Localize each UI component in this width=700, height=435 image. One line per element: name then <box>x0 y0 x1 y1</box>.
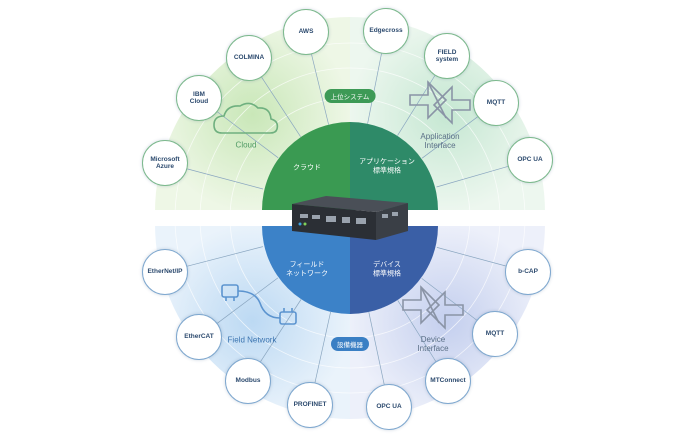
application-interface-icon <box>409 80 471 125</box>
node-aws: AWS <box>283 9 329 55</box>
quadrant-label-cloud: クラウド <box>293 163 321 172</box>
connector-line <box>314 311 331 383</box>
connector-line <box>187 246 263 267</box>
connector-line <box>368 311 385 385</box>
connector-line <box>260 299 302 362</box>
edge-device <box>292 196 408 240</box>
connector-line <box>436 247 506 267</box>
band-label-top: 上位システム <box>324 89 376 103</box>
connector-line <box>217 277 279 324</box>
node-ethercat: EtherCAT <box>176 314 222 360</box>
connector-line <box>217 111 279 159</box>
node-ibm-cloud: IBM Cloud <box>176 75 222 121</box>
band-label-bottom: 設備機器 <box>331 337 369 351</box>
illustration-label-field-network: Field Network <box>227 335 277 345</box>
node-edgecross: Edgecross <box>363 8 409 54</box>
quadrant-label-field-network: フィールド ネットワーク <box>286 260 328 278</box>
connector-line <box>261 77 301 137</box>
node-mqtt-top: MQTT <box>473 80 519 126</box>
node-field-system: FIELD system <box>424 33 470 79</box>
node-opc-ua-bottom: OPC UA <box>366 384 412 430</box>
node-mtconnect: MTConnect <box>425 358 471 404</box>
quadrant-bottom-right <box>350 226 438 314</box>
node-microsoft-azure: Microsoft Azure <box>142 140 188 186</box>
quadrant-bottom-left <box>262 226 350 314</box>
quadrant-top-left <box>262 122 350 210</box>
illustration-label-device-interface: Device Interface <box>417 335 449 353</box>
node-modbus: Modbus <box>225 358 271 404</box>
quadrant-top-right <box>350 122 438 210</box>
quadrant-label-application: アプリケーション 標準規格 <box>359 157 415 175</box>
connector-line <box>187 168 264 190</box>
node-mqtt-bottom: MQTT <box>472 311 518 357</box>
connector-line <box>421 116 478 159</box>
field-network-icon <box>221 284 297 325</box>
node-opc-ua-top: OPC UA <box>507 137 553 183</box>
illustration-label-application-interface: Application Interface <box>420 132 460 150</box>
connector-line <box>421 278 477 321</box>
node-colmina: COLMINA <box>226 35 272 81</box>
connector-line <box>311 54 329 125</box>
cloud-icon <box>213 102 279 134</box>
device-interface-icon <box>402 285 464 330</box>
connector-line <box>436 166 508 188</box>
connector-line <box>367 53 382 124</box>
quadrant-label-device: デバイス 標準規格 <box>373 260 401 278</box>
node-b-cap: b-CAP <box>505 249 551 295</box>
illustration-label-cloud: Cloud <box>235 140 257 150</box>
node-profinet: PROFINET <box>287 382 333 428</box>
node-ethernet-ip: EtherNet/IP <box>142 249 188 295</box>
